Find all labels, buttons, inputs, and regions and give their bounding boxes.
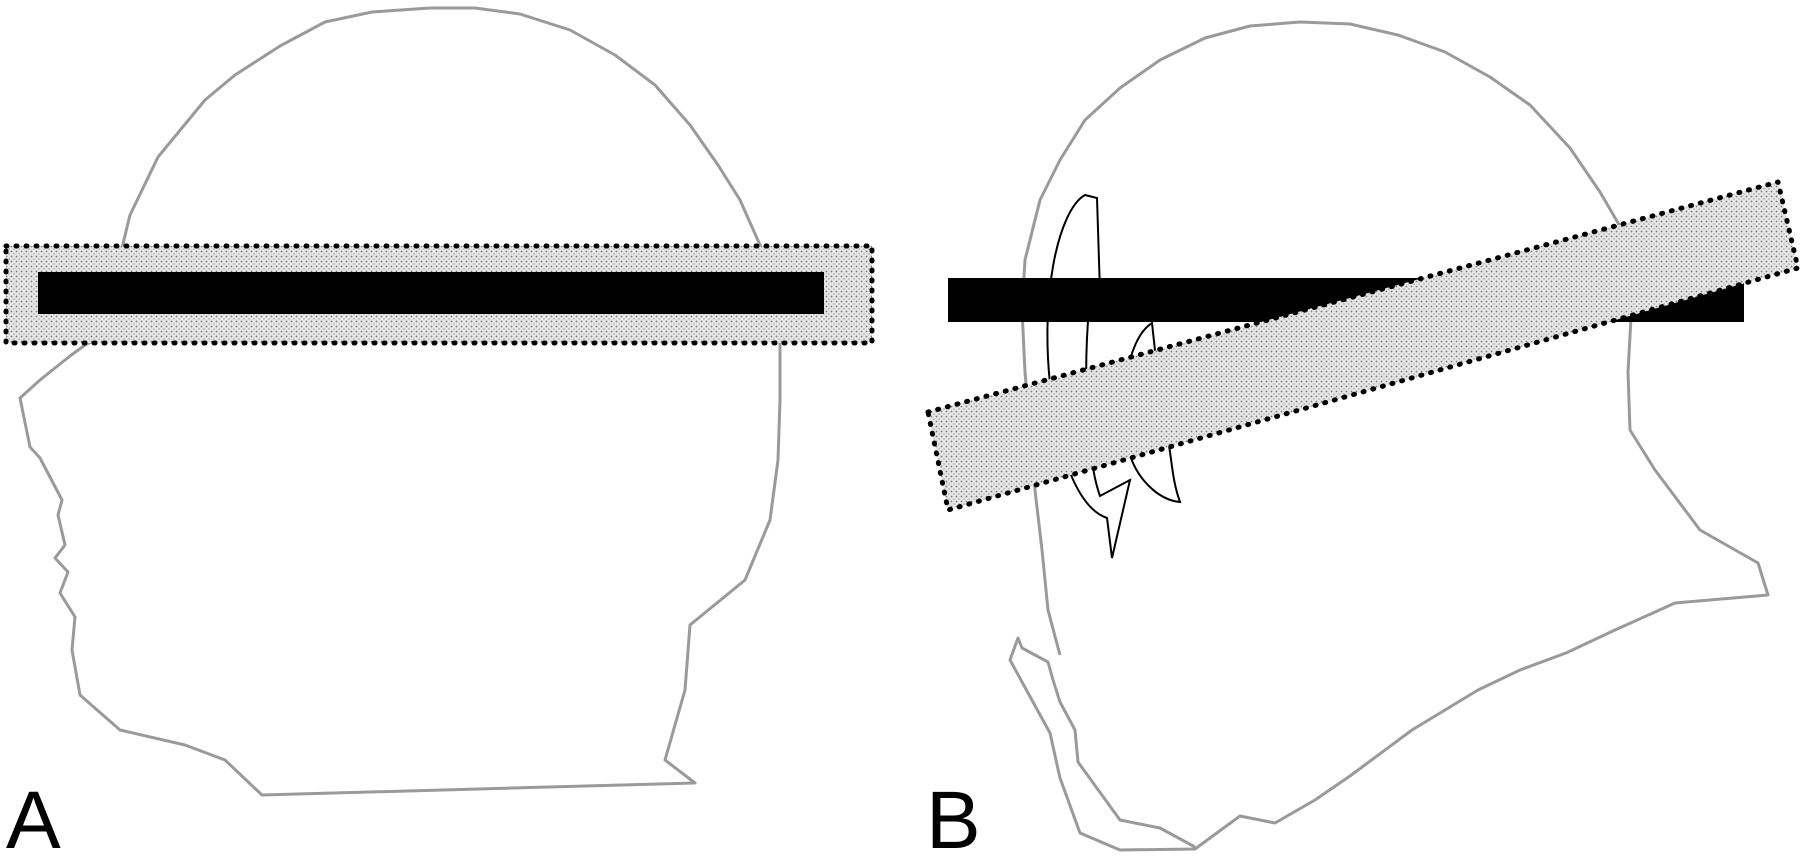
solid-bar-a xyxy=(38,272,824,314)
panel-label-a: A xyxy=(6,775,61,857)
panel-b: B xyxy=(925,20,1800,857)
stippled-band-b xyxy=(925,179,1800,513)
rotation-arrow-outer xyxy=(1046,193,1132,559)
head-outline-b xyxy=(1008,20,1770,852)
panel-a: A xyxy=(3,6,875,857)
head-outline-a xyxy=(18,6,782,797)
panel-label-b: B xyxy=(926,775,981,857)
